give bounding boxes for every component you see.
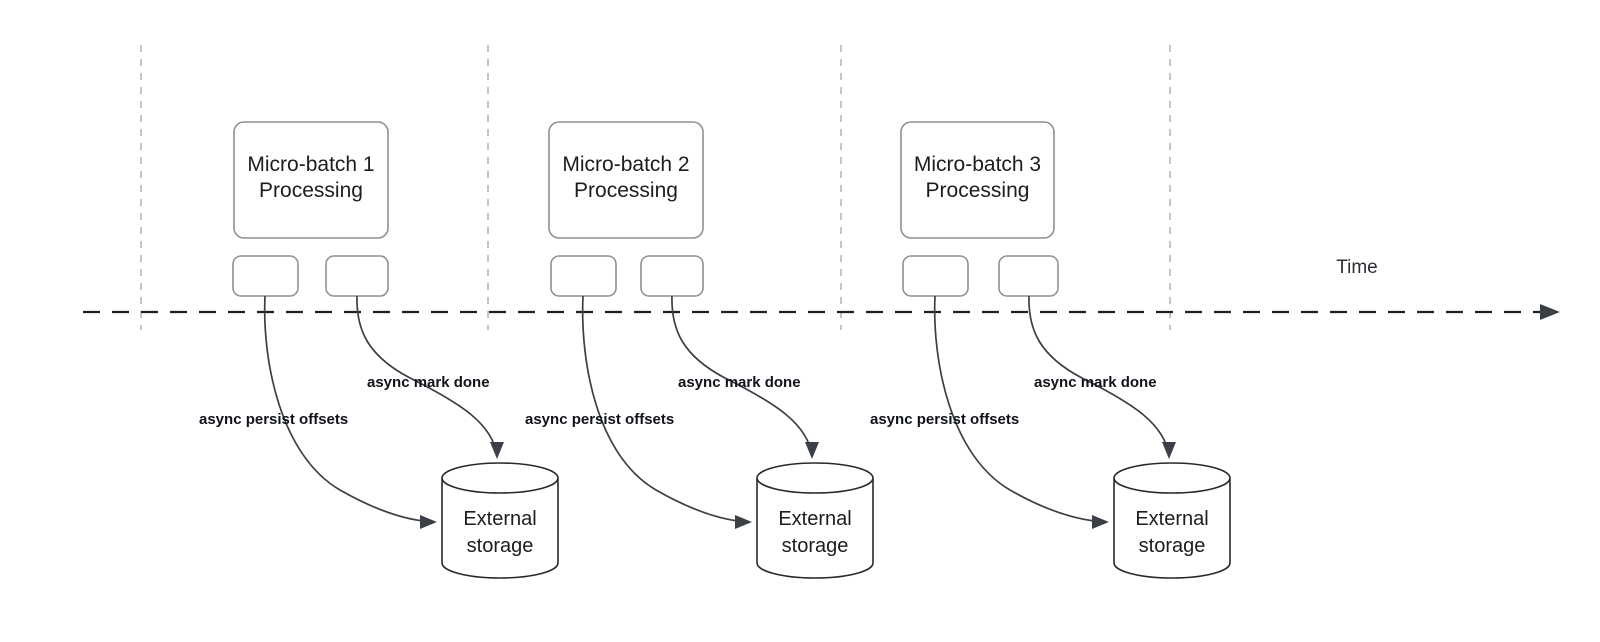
micro-batch-box[interactable] [233,121,389,239]
micro-batch-label-line1: Micro-batch 2 [562,153,689,176]
micro-batch-box[interactable] [900,121,1055,239]
edge-label-persist-offsets-1: async persist offsets [199,411,348,428]
flow-arrowhead-mark-done-1 [490,442,504,459]
storage-cylinder-top [441,462,559,494]
task-box[interactable] [550,255,617,297]
micro-batch-label-line2: Processing [259,179,363,202]
storage-label-line2: storage [782,535,849,557]
storage-cylinder-top [1113,462,1231,494]
micro-batch-label-line2: Processing [926,179,1030,202]
flow-arrow-mark-done-3 [1028,295,1170,456]
micro-batch-box[interactable] [548,121,704,239]
storage-cylinder-top [756,462,874,494]
flow-arrowhead-persist-offsets-3 [1092,515,1109,529]
flow-arrow-persist-offsets-1 [263,295,435,523]
flow-arrow-mark-done-1 [356,295,498,456]
flow-arrowhead-mark-done-2 [805,442,819,459]
flow-arrowhead-persist-offsets-1 [420,515,437,529]
micro-batch-label-line1: Micro-batch 1 [247,153,374,176]
flow-arrow-persist-offsets-2 [581,295,750,523]
edge-label-mark-done-1: async mark done [367,374,490,391]
task-box[interactable] [232,255,299,297]
micro-batch-label-line2: Processing [574,179,678,202]
storage-label-line1: External [1135,508,1208,530]
storage-cylinder-body[interactable] [1113,478,1231,579]
storage-cylinder-body[interactable] [441,478,559,579]
flow-arrowhead-persist-offsets-2 [735,515,752,529]
task-box[interactable] [998,255,1059,297]
storage-cylinder-body[interactable] [756,478,874,579]
micro-batch-label-line1: Micro-batch 3 [914,153,1041,176]
storage-label-line1: External [463,508,536,530]
task-box[interactable] [902,255,969,297]
storage-label-line2: storage [1139,535,1206,557]
edge-label-mark-done-2: async mark done [678,374,801,391]
storage-label-line2: storage [467,535,534,557]
edge-label-persist-offsets-2: async persist offsets [525,411,674,428]
flow-arrow-mark-done-2 [671,295,813,456]
time-axis-arrowhead [1540,304,1560,320]
time-axis-label: Time [1336,257,1378,278]
edge-label-persist-offsets-3: async persist offsets [870,411,1019,428]
storage-label-line1: External [778,508,851,530]
flow-arrowhead-mark-done-3 [1162,442,1176,459]
task-box[interactable] [325,255,389,297]
task-box[interactable] [640,255,704,297]
edge-label-mark-done-3: async mark done [1034,374,1157,391]
flow-arrow-persist-offsets-3 [933,295,1107,523]
